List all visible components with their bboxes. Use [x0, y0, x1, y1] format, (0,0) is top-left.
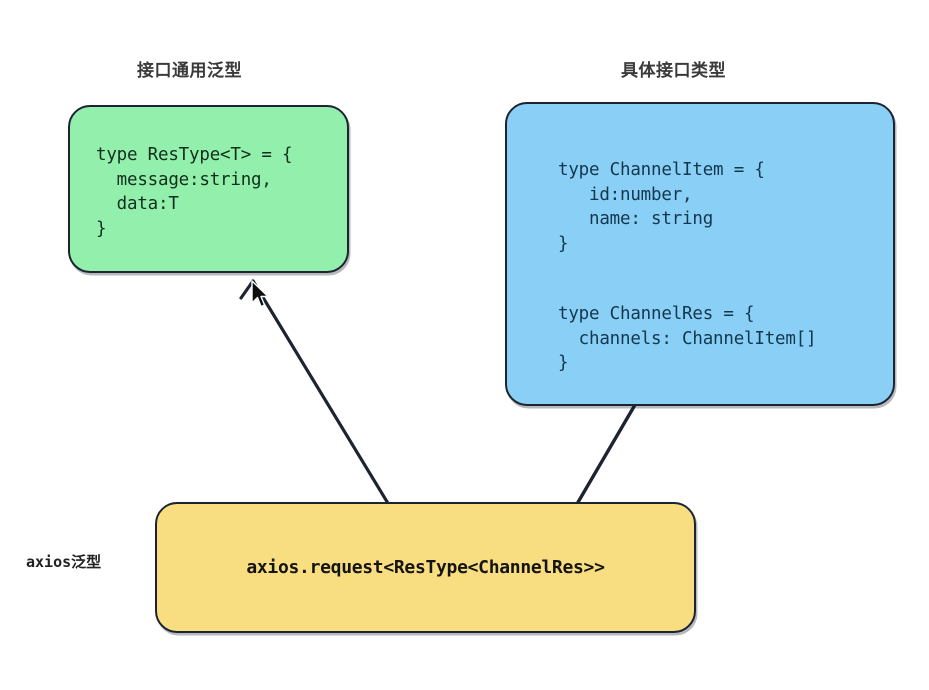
- caption-axios-generic: axios泛型: [26, 553, 102, 571]
- code-restype: type ResType<T> = { message:string, data…: [96, 145, 293, 239]
- caption-concrete-interface: 具体接口类型: [621, 61, 726, 81]
- node-restype-box[interactable]: type ResType<T> = { message:string, data…: [68, 105, 349, 273]
- node-axios-request-box[interactable]: axios.request<ResType<ChannelRes>>: [155, 502, 696, 633]
- caption-generic-interface: 接口通用泛型: [137, 61, 242, 81]
- label-axios-request-call: axios.request<ResType<ChannelRes>>: [246, 557, 605, 578]
- code-channelres: type ChannelRes = { channels: ChannelIte…: [558, 304, 817, 373]
- code-channelitem: type ChannelItem = { id:number, name: st…: [558, 160, 765, 254]
- node-channel-types-box[interactable]: type ChannelItem = { id:number, name: st…: [505, 102, 895, 406]
